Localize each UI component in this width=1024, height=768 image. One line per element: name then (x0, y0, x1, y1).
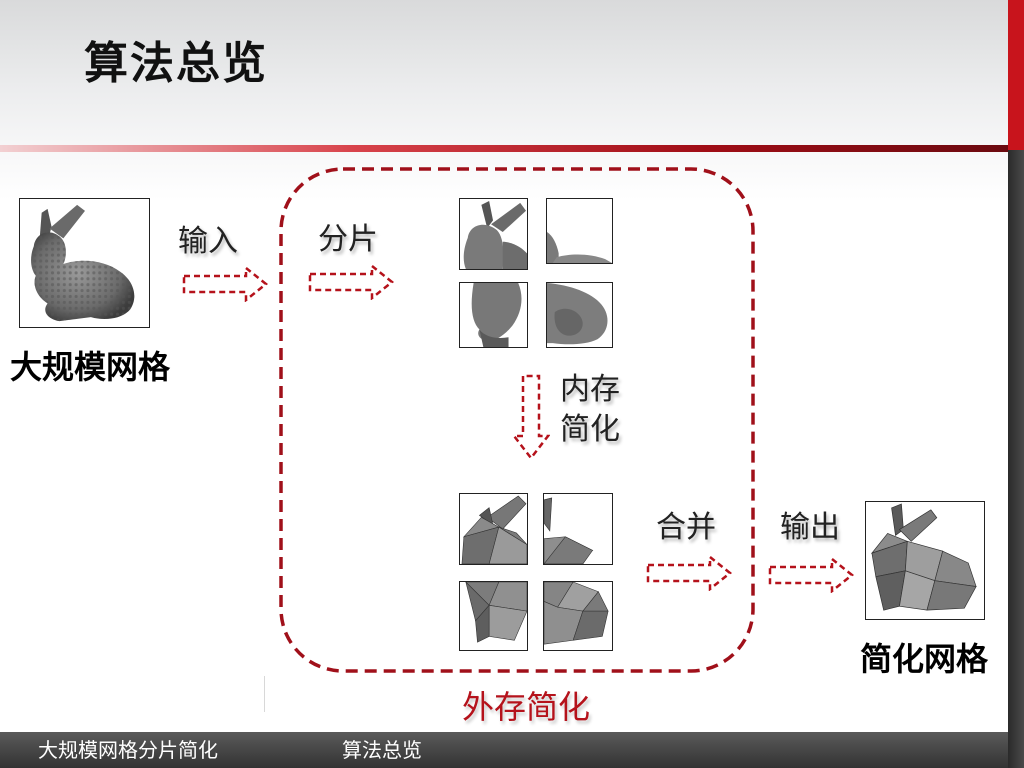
large-mesh-label: 大规模网格 (10, 348, 171, 386)
simplified-mesh-image (865, 501, 985, 620)
simplified-tile-bottom-right (543, 581, 613, 651)
out-of-core-frame (278, 166, 756, 674)
footer-bar: 大规模网格分片简化 算法总览 (0, 732, 1008, 768)
split-arrow (308, 264, 394, 300)
input-label: 输入 (178, 224, 238, 259)
split-tile-top-left (459, 198, 528, 270)
input-mesh-image (19, 198, 150, 328)
out-of-core-label: 外存简化 (462, 688, 591, 726)
split-tile-bottom-right (546, 282, 613, 348)
in-memory-arrow (512, 374, 550, 460)
slide-title: 算法总览 (84, 38, 268, 89)
footer-right-text: 算法总览 (342, 738, 422, 762)
right-edge-bar (1008, 150, 1024, 768)
split-tile-bottom-left (459, 282, 528, 348)
footer-left-text: 大规模网格分片简化 (38, 738, 218, 762)
split-tile-top-right (546, 198, 613, 264)
merge-arrow (646, 555, 732, 591)
simplified-mesh-label: 简化网格 (860, 640, 989, 678)
output-label: 输出 (780, 510, 840, 545)
merge-label: 合并 (656, 510, 716, 545)
right-edge-accent (1008, 0, 1024, 150)
header-rule (0, 145, 1008, 152)
simplified-tile-bottom-left (459, 581, 528, 651)
split-label: 分片 (318, 222, 378, 257)
in-memory-label-line1: 内存 (560, 372, 620, 407)
in-memory-label-line2: 简化 (560, 412, 620, 447)
input-arrow (182, 266, 268, 302)
simplified-tile-top-left (459, 493, 528, 565)
footer-divider (264, 676, 265, 712)
simplified-tile-top-right (543, 493, 613, 565)
output-arrow (768, 557, 854, 593)
